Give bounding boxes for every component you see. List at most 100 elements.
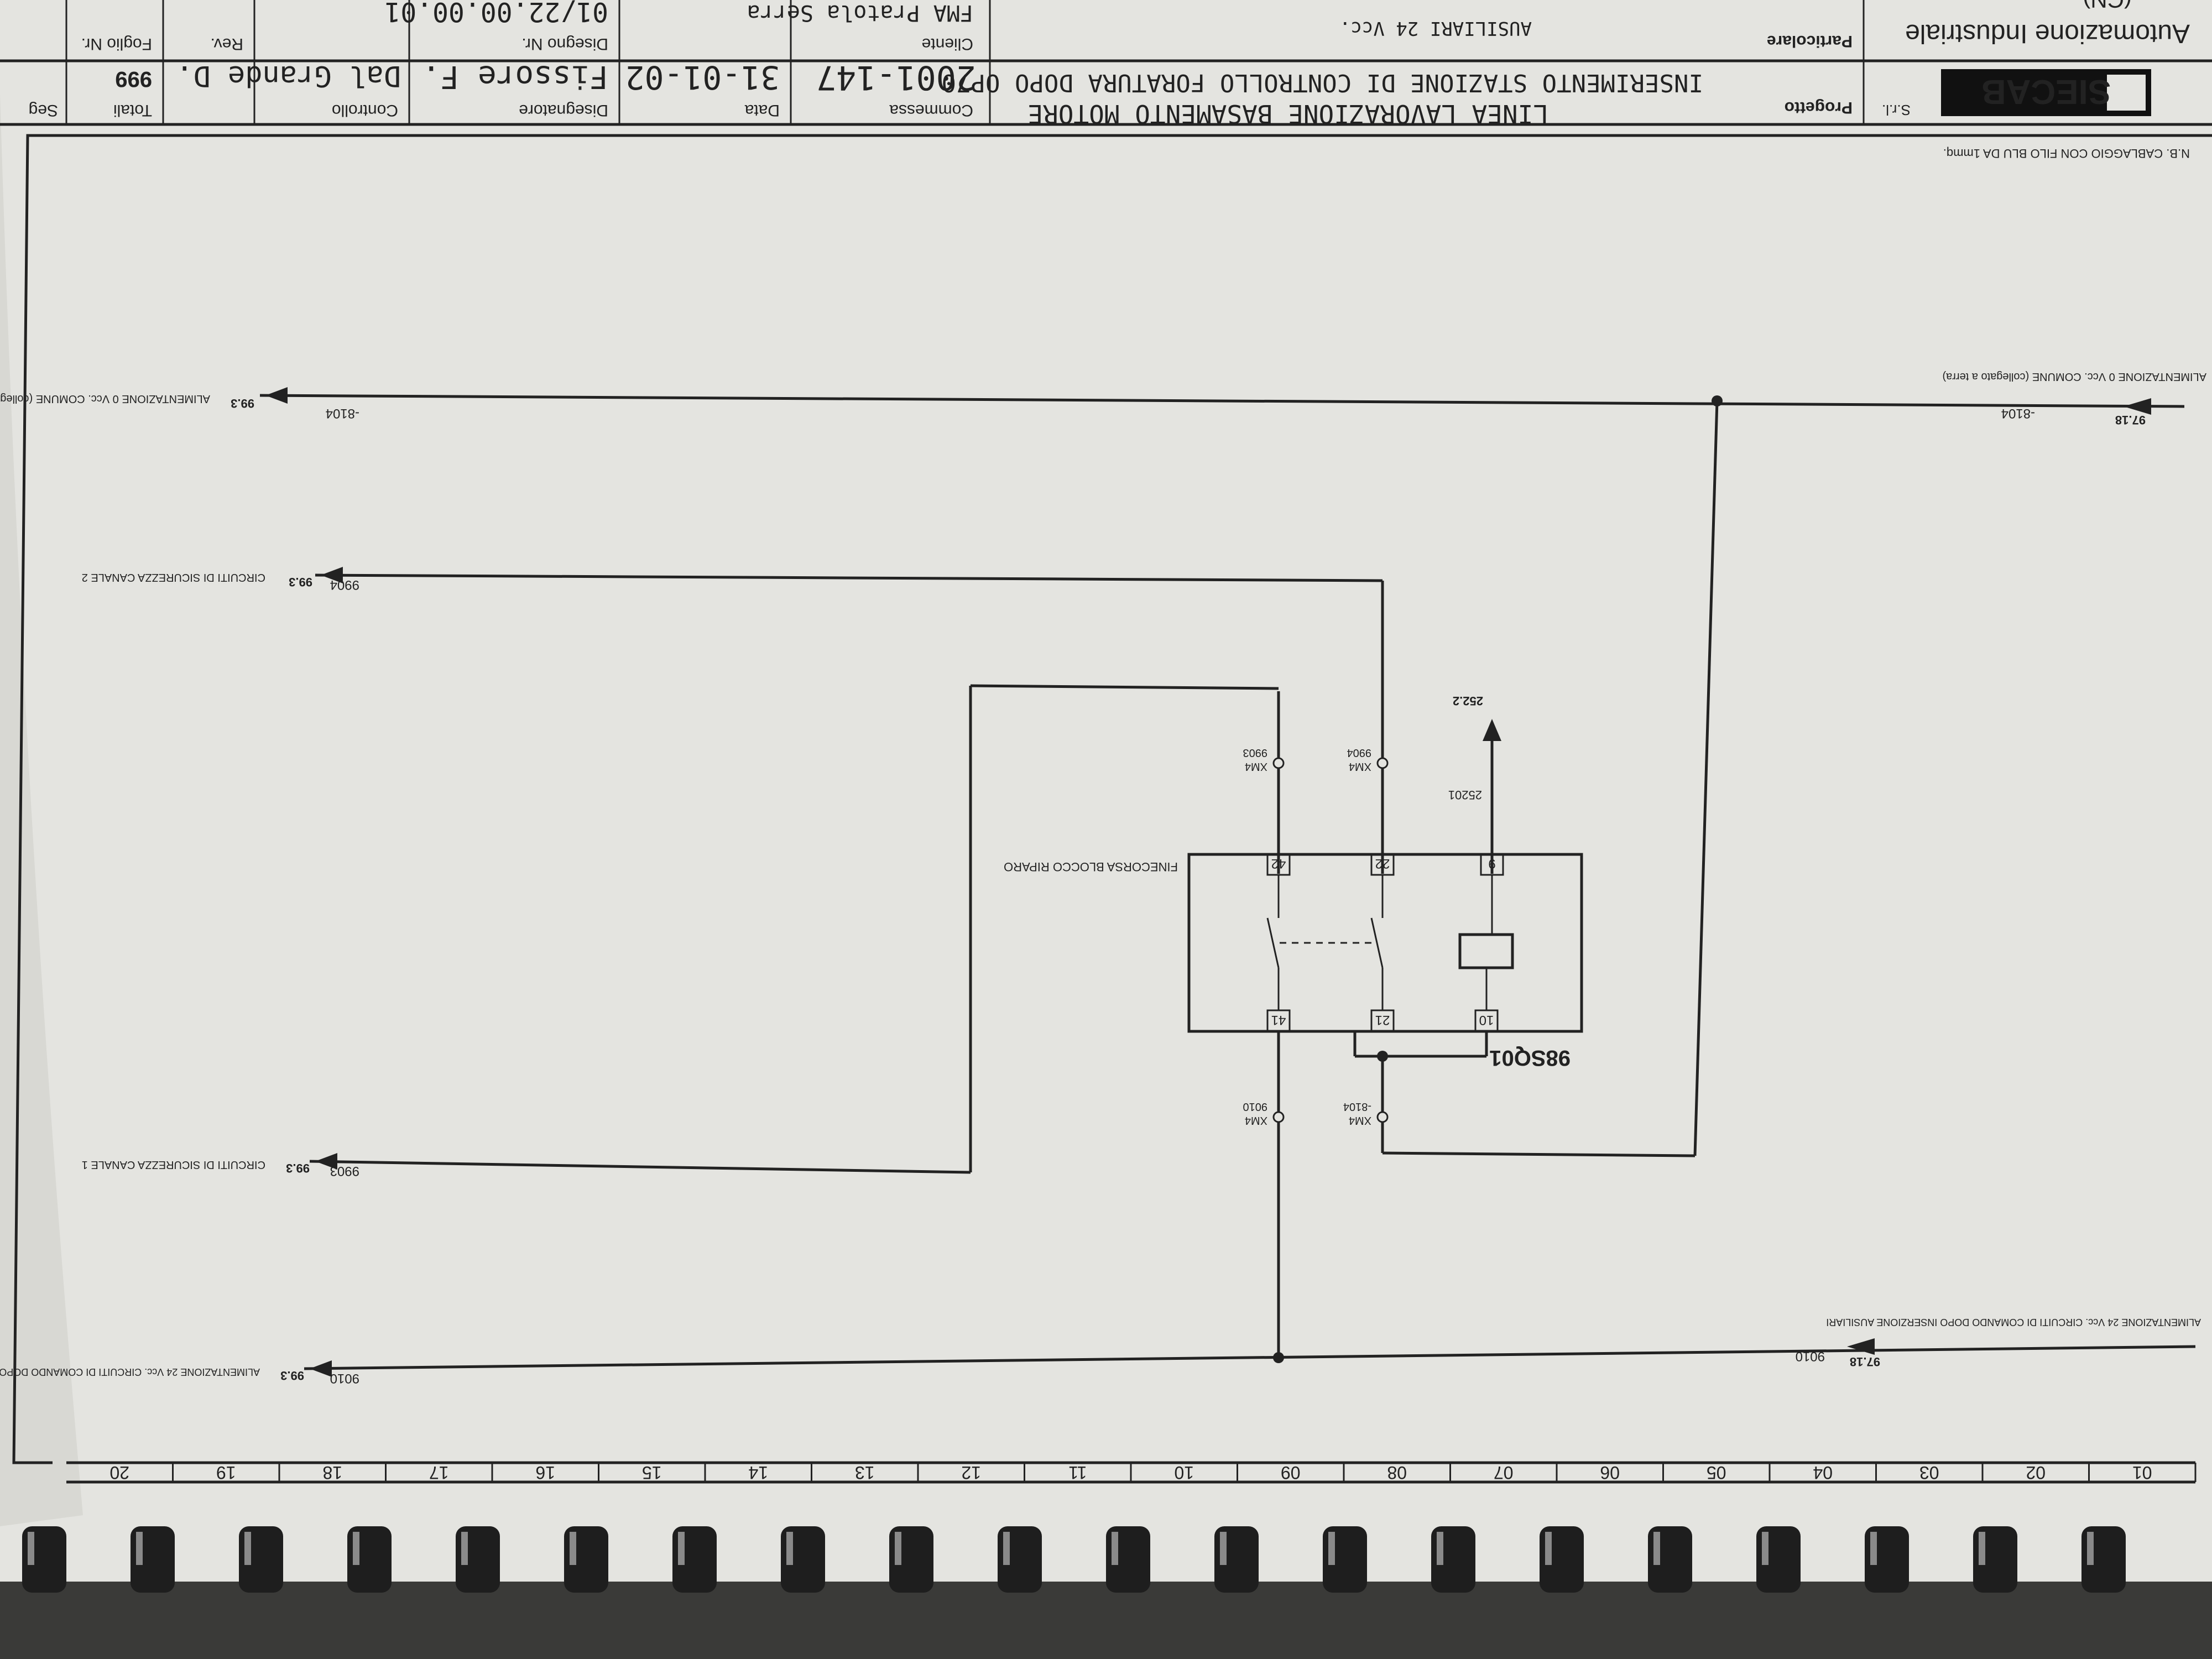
terminal-9-label: 9 — [1488, 856, 1495, 871]
wire-9903-jog — [970, 684, 1279, 690]
column-number: 06 — [1600, 1463, 1620, 1483]
wire-label: 9010 — [330, 1371, 359, 1386]
binder-ring-highlight — [1870, 1532, 1877, 1565]
contact-21-22-blade — [1370, 917, 1384, 968]
binder-ring-highlight — [1653, 1532, 1660, 1565]
column-number: 03 — [1919, 1463, 1939, 1483]
binder-ring-highlight — [786, 1532, 793, 1565]
binder-ring-highlight — [1762, 1532, 1768, 1565]
connector-xm4-tag: XM4 — [1349, 1114, 1371, 1126]
limit-switch-98sq01: 10 21 41 9 22 42 98SQ01 FINECORSA BLO — [1004, 853, 1583, 1070]
column-number: 02 — [2026, 1463, 2046, 1483]
column-number: 12 — [961, 1463, 981, 1483]
wire-label: -8104 — [326, 406, 359, 421]
binder-ring-highlight — [244, 1532, 251, 1565]
wire-8104-bus — [259, 394, 2185, 408]
binder-ring-highlight — [1220, 1532, 1227, 1565]
column-number: 15 — [642, 1463, 662, 1483]
column-number: 08 — [1387, 1463, 1407, 1483]
page-curl-shadow — [0, 94, 83, 1526]
connector-wire: 9904 — [1347, 747, 1372, 759]
value-commessa: 2001-147 — [816, 58, 976, 97]
wiring — [259, 394, 2196, 1370]
wire-25201-label: 25201 — [1448, 788, 1482, 802]
value-controllo: Dal Grande D. — [176, 59, 401, 92]
label-progetto: Progetto — [1785, 98, 1853, 117]
arrow-25201 — [1483, 719, 1501, 741]
terminal-21-label: 21 — [1375, 1013, 1390, 1027]
device-label: FINECORSA BLOCCO RIPARO — [1004, 860, 1178, 874]
junction-dot — [1273, 1352, 1284, 1363]
binder-rings — [22, 1526, 2126, 1593]
paper-sheet — [0, 0, 2212, 1582]
value-disegno-nr: 01/22.00.00.01 — [384, 0, 608, 27]
wire-9010-bus — [304, 1345, 2196, 1370]
junction-dot — [1377, 1051, 1388, 1062]
connector-xm4 — [1272, 757, 1285, 769]
terminal-10-label: 10 — [1479, 1013, 1494, 1027]
column-number: 09 — [1281, 1463, 1301, 1483]
connector-xm4-tag: XM4 — [1245, 1114, 1267, 1126]
company-logo: SIECAB — [1981, 72, 2111, 111]
binder-ring-highlight — [1979, 1532, 1985, 1565]
label-particolare: Particolare — [1767, 32, 1853, 50]
drawing-frame — [12, 134, 2212, 1464]
ref-in: 97.18 — [1850, 1355, 1880, 1369]
company-srl: S.r.l. — [1882, 102, 1911, 118]
binder-ring-highlight — [2087, 1532, 2094, 1565]
wire-label: -8104 — [2001, 406, 2035, 421]
binder-ring-highlight — [1003, 1532, 1010, 1565]
label-controllo: Controllo — [332, 101, 398, 119]
label-commessa: Commessa — [889, 101, 973, 119]
wire-8104-to-contact — [1382, 1151, 1695, 1157]
column-number: 16 — [535, 1463, 555, 1483]
value-totali: 999 — [115, 67, 152, 91]
connector-xm4-tag: XM4 — [1245, 760, 1267, 773]
value-disegnatore: Fissore F. — [422, 59, 608, 95]
ref-out: 99.3 — [231, 397, 254, 410]
connector-wire: 9903 — [1243, 747, 1268, 759]
title-block: SIECAB S.r.l. Automazione Industriale ..… — [0, 0, 2212, 129]
arrow-out — [310, 1360, 332, 1377]
connectors: XM4 -8104 XM4 9010 XM4 9904 XM4 9903 252… — [1243, 694, 1484, 1126]
connector-xm4 — [1376, 757, 1389, 769]
binder-ring-highlight — [570, 1532, 576, 1565]
label-rev: Rev. — [211, 35, 243, 53]
arrow-in — [1847, 1338, 1875, 1355]
connector-wire: 9010 — [1243, 1100, 1268, 1113]
ref-out: 99.3 — [286, 1161, 310, 1175]
subtitle-ausiliari: AUSILIARI 24 Vcc. — [1339, 17, 1532, 39]
coil-symbol — [1458, 933, 1514, 969]
ref-out: 99.3 — [289, 575, 312, 589]
label-disegnatore: Disegnatore — [519, 101, 608, 119]
company-line2: ........ (CN) — [2083, 0, 2190, 13]
binder-ring-highlight — [353, 1532, 359, 1565]
binder-ring-highlight — [678, 1532, 685, 1565]
label-disegno-nr: Disegno Nr. — [521, 35, 608, 53]
binder-ring-highlight — [1437, 1532, 1443, 1565]
wire-9904-out — [315, 573, 1383, 582]
arrow-out — [265, 387, 288, 404]
label-data: Data — [744, 101, 780, 119]
binder-ring-highlight — [1545, 1532, 1552, 1565]
column-number: 10 — [1174, 1463, 1194, 1483]
company-line1: Automazione Industriale — [1905, 19, 2190, 48]
column-number: 19 — [216, 1463, 236, 1483]
label-totali: Totali — [113, 101, 152, 119]
connector-xm4-tag: XM4 — [1349, 760, 1371, 773]
particolare-title: INSERIMENTO STAZIONE DI CONTROLLO FORATU… — [942, 69, 1704, 97]
binder-ring-highlight — [136, 1532, 143, 1565]
arrow-out — [315, 1153, 337, 1170]
desc-out: ALIMENTAZIONE 0 Vcc. COMUNE (collegato a… — [0, 393, 210, 405]
value-data: 31-01-02 — [625, 59, 780, 96]
binder-ring-highlight — [1328, 1532, 1335, 1565]
label-foglio-nr: Foglio Nr. — [81, 35, 152, 53]
arrow-in — [2124, 398, 2151, 415]
junction-dot — [1712, 395, 1723, 406]
device-tag: 98SQ01 — [1489, 1046, 1571, 1070]
arrow-out — [321, 567, 343, 583]
value-cliente: FMA Pratola Serra — [747, 0, 973, 25]
wire-9903-out — [309, 1160, 971, 1174]
cross-ref-252-2: 252.2 — [1453, 694, 1483, 708]
